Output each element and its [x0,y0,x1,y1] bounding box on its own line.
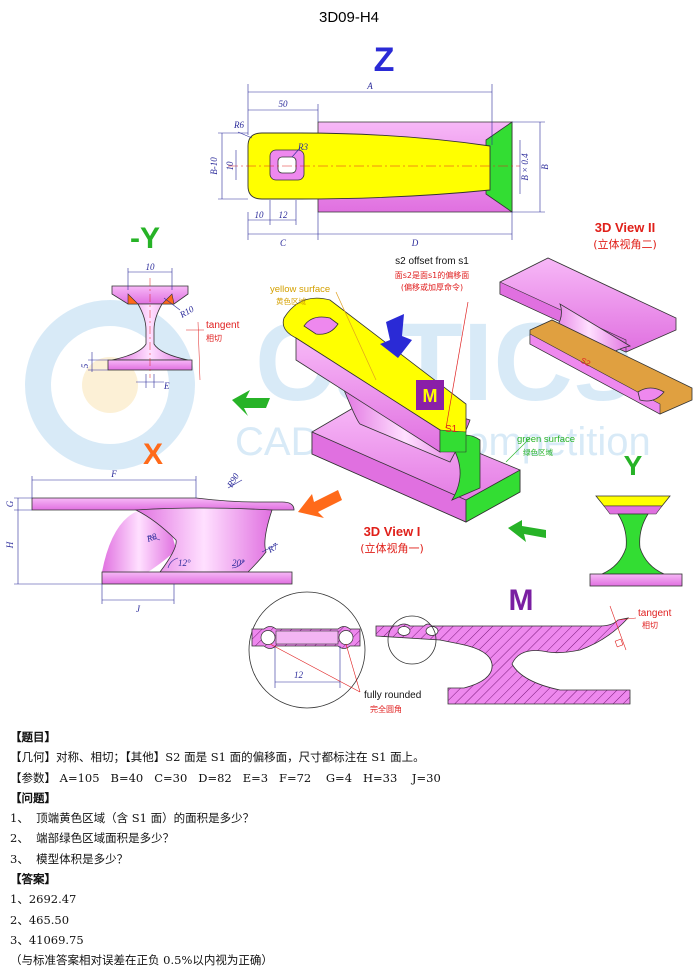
dim-B: B [540,164,550,170]
answers-heading: 【答案】 [10,872,56,887]
view-3d-1-title: 3D View I [364,524,421,539]
yellow-surface-cn: 黄色区域 [276,296,306,306]
question-2: 2、 端部绿色区域面积是多少？ [10,831,175,846]
dim-R3: R3 [297,142,308,152]
answer-2: 2、465.50 [10,912,70,927]
y-view-label: Y [624,450,643,481]
view-3d-1: M S1 yellow surface 黄色区域 s2 offset from … [232,256,575,555]
green-surface-en: green surface [517,434,575,445]
view-3d-2-title: 3D View II [595,220,655,235]
y-view: Y [508,450,683,587]
fully-rounded-en: fully rounded [364,690,421,701]
dim-10-horz: 10 [255,210,265,220]
questions-heading: 【问题】 [10,790,56,805]
topic-heading: 【题目】 [10,730,56,744]
tangent2-cn: 相切 [642,620,658,630]
answer-3: 3、41069.75 [10,932,84,947]
dim-5: 5 [80,363,90,368]
dim-12-detail: 12 [294,670,304,680]
dim-F: F [110,469,117,479]
tolerance-note: （与标准答案相对误差在正负 0.5%以内视为正确） [10,953,273,968]
s2-offset-en: s2 offset from s1 [395,256,469,267]
dim-C: C [280,238,287,248]
dim-R8: R8 [144,531,158,544]
dim-angle-12: 12° [178,558,191,568]
dim-B-10: B-10 [209,157,219,175]
green-surface-cn: 绿色区域 [523,447,553,457]
dim-10-neg-y: 10 [146,262,156,272]
fully-rounded-cn: 完全圆角 [370,704,402,714]
m-badge: M [423,386,438,406]
s2-offset-cn1: 面s2是面s1的偏移面 [395,270,470,280]
params-line: 【参数】 A=105 B=40 C=30 D=82 E=3 F=72 G=4 H… [10,770,441,785]
neg-y-view: -Y 10 R10 5 E tangent 相切 [80,222,240,391]
dim-J: J [136,604,141,614]
dim-12: 12 [279,210,289,220]
neg-y-view-label: -Y [130,222,160,255]
dim-R6: R6 [233,120,244,130]
page-title: 3D09-H4 [319,9,379,26]
dim-10-vert: 10 [225,161,235,171]
s2-offset-cn2: (偏移或加厚命令) [401,282,463,292]
dim-A: A [366,81,373,91]
engineering-drawing: CaTICs CAD digital competition 3D09-H4 Z [5,9,693,714]
dim-R7: R7 [265,541,280,555]
view-3d-2-subtitle: (立体视角二) [593,237,657,251]
dim-H: H [5,541,15,549]
problem-text: 【题目】 【几何】对称、相切；【其他】S2 面是 S1 面的偏移面，尺寸都标注在… [10,727,690,971]
geometry-line: 【几何】对称、相切；【其他】S2 面是 S1 面的偏移面，尺寸都标注在 S1 面… [10,750,425,765]
dim-G: G [5,500,15,507]
dim-E: E [163,381,170,391]
dim-50: 50 [279,99,289,109]
view-3d-1-subtitle: (立体视角一) [360,541,424,555]
m-section: M tangent 相切 12 fully rounded 完全圆角 [248,584,672,714]
dim-R90: R90 [225,471,242,490]
answer-1: 1、2692.47 [10,892,77,907]
m-view-label: M [509,584,534,617]
s1-label: S1 [445,424,458,435]
x-view: X F R90 G H R8 R7 12° 20° J [5,438,295,614]
dim-R10: R10 [177,304,196,321]
view-3d-2: 3D View II (立体视角二) S2 [499,220,693,415]
tangent2-en: tangent [638,608,672,619]
z-view-label: Z [374,41,395,79]
z-view: Z 50 A R6 R3 B-10 [209,41,550,248]
s2-badge: S2 [579,356,592,369]
question-1: 1、 顶端黄色区域（含 S1 面）的面积是多少？ [10,811,255,826]
question-3: 3、 模型体积是多少？ [10,851,129,866]
yellow-surface-en: yellow surface [270,284,330,295]
tangent-label-cn: 相切 [206,333,222,343]
x-view-label: X [143,438,163,471]
dim-angle-20: 20° [232,558,245,568]
dim-D: D [411,238,419,248]
dim-B-x-0.4: B × 0.4 [520,153,530,181]
tangent-label-en: tangent [206,320,240,331]
